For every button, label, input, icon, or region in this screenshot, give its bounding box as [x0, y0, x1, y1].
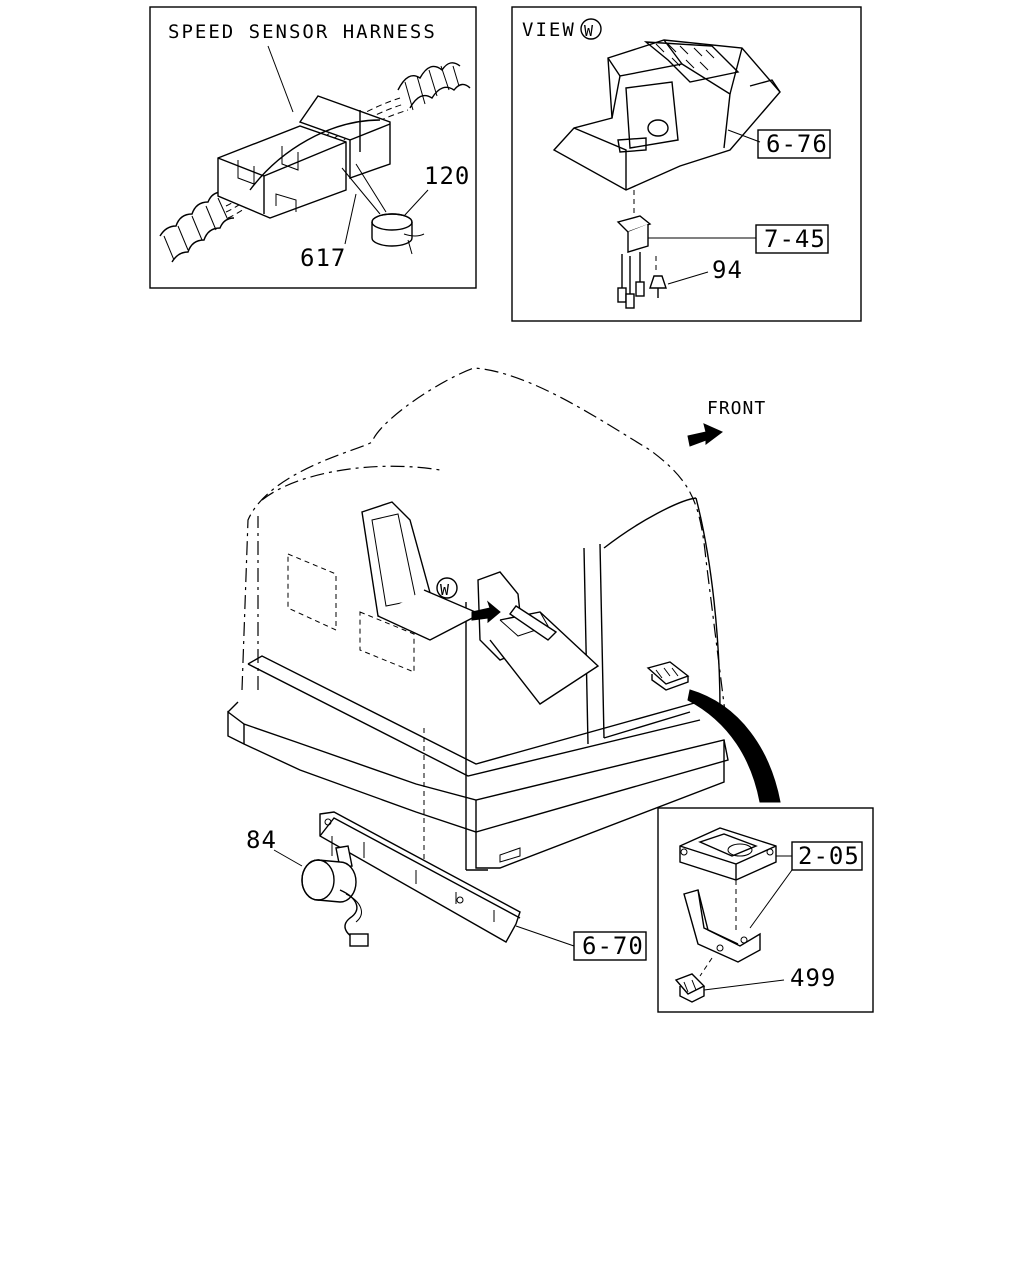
screw-94 — [649, 256, 667, 298]
ref-box-7-45 — [755, 224, 829, 254]
ref-box-6-70 — [573, 931, 647, 961]
speed-sensor-120 — [341, 163, 425, 255]
detail-curved-arrow — [687, 689, 781, 803]
ref-7-45: 7-45 — [764, 225, 826, 253]
callout-120: 120 — [424, 162, 470, 190]
inset-frame — [511, 6, 862, 322]
relay-detail-inset: 2-05 499 — [657, 807, 874, 1013]
ref-box-6-76 — [757, 129, 831, 159]
callout-94: 94 — [712, 256, 743, 284]
harness-corrugated-tube-right — [397, 62, 471, 111]
relay-bracket — [683, 889, 761, 963]
ref-2-05: 2-05 — [798, 842, 860, 870]
ref-6-70: 6-70 — [582, 932, 644, 960]
connector-499 — [674, 973, 706, 1003]
relay-2-05 — [679, 827, 777, 881]
front-indicator: FRONT — [687, 398, 766, 447]
callout-617: 617 — [300, 244, 346, 272]
mounting-bracket — [319, 811, 521, 943]
relay-location — [646, 661, 690, 691]
speed-sensor-harness-title: SPEED SENSOR HARNESS — [168, 21, 437, 43]
view-label: VIEW — [522, 19, 576, 41]
view-w-marker-cab — [436, 577, 458, 599]
view-marker-circle — [580, 18, 602, 40]
driver-seat — [361, 501, 482, 641]
switch-assembly — [616, 215, 652, 309]
view-direction-arrow — [471, 600, 501, 624]
view-w-marker-cab-label: W — [440, 581, 450, 599]
passenger-seat — [477, 571, 600, 705]
view-w-inset: VIEW W 6-76 7-45 — [511, 6, 862, 322]
inset-frame — [149, 6, 477, 289]
truck-cab: W — [227, 367, 781, 871]
harness-connector — [217, 95, 391, 219]
front-label: FRONT — [707, 398, 766, 419]
view-marker: W — [584, 22, 594, 40]
speed-sensor-harness-inset: SPEED SENSOR HARNESS — [149, 6, 477, 289]
buzzer-84 — [301, 845, 369, 947]
ref-6-76: 6-76 — [766, 130, 828, 158]
ref-box-2-05 — [791, 841, 863, 871]
front-arrow-icon — [687, 423, 723, 447]
harness-corrugated-tube-left — [159, 191, 235, 263]
center-console — [552, 39, 781, 191]
callout-84: 84 — [246, 826, 277, 854]
callout-499: 499 — [790, 964, 836, 992]
inset-frame — [657, 807, 874, 1013]
